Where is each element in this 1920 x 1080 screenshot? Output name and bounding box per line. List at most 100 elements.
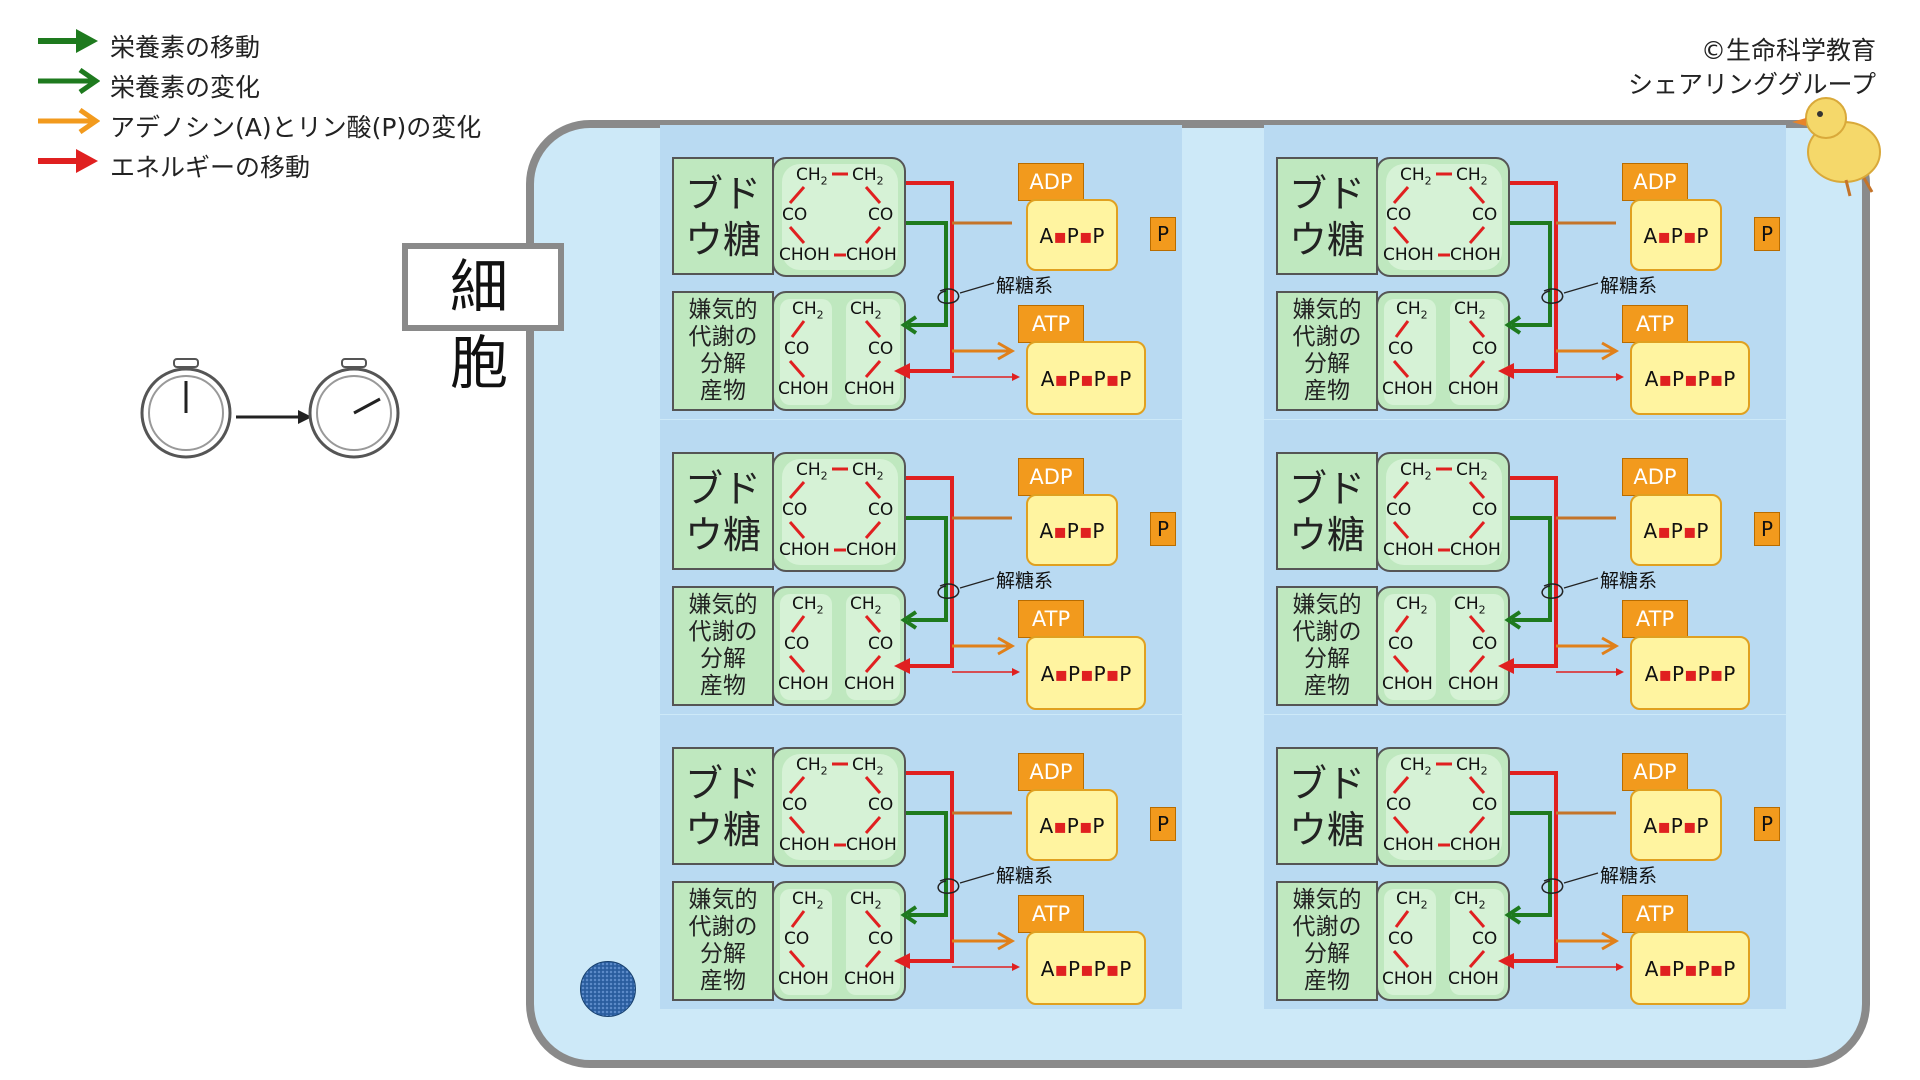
ch2-right: CH2 [852, 165, 884, 188]
anaerobic-product-box: 嫌気的 代謝の 分解 産物 [672, 291, 774, 411]
glucose-box: ブド ウ糖 [1276, 747, 1378, 865]
ch2-left: CH2 [1396, 299, 1428, 322]
glucose-label-1: ブド [684, 172, 761, 216]
adp-molecule: A▪P▪P [1630, 789, 1722, 861]
ring-bonds [1392, 467, 1486, 552]
ch2-left: CH2 [1396, 594, 1428, 617]
choh-left: CHOH [1382, 969, 1433, 989]
co-right: CO [868, 634, 894, 654]
glycolysis-module: ブド ウ糖 CH2 CH2 CO CO CHOH CHOH 嫌気的 代謝の 分解 [1264, 125, 1786, 419]
glucose-box: ブド ウ糖 [1276, 452, 1378, 570]
split-products: CH2 CH2 CO CO CHOH CHOH [1376, 881, 1510, 1001]
nutrient-arrow [906, 811, 948, 917]
glycolysis-label: 解糖系 [996, 570, 1054, 592]
stopwatch-icon [308, 358, 400, 459]
choh-left: CHOH [1383, 540, 1434, 560]
ch2-left: CH2 [1400, 460, 1432, 483]
co-right: CO [1472, 795, 1498, 815]
energy-arrow [906, 476, 954, 668]
flow-arrows [894, 181, 1020, 381]
product-bonds [1392, 615, 1486, 673]
product-bonds [788, 320, 882, 378]
atp-molecule: A▪P▪P▪P [1026, 341, 1146, 415]
ch2-left: CH2 [796, 165, 828, 188]
anaerobic-product-box: 嫌気的 代謝の 分解 産物 [1276, 586, 1378, 706]
ch2-left: CH2 [1400, 165, 1432, 188]
split-products: CH2 CH2 CO CO CHOH CHOH [1376, 291, 1510, 411]
co-right: CO [868, 500, 894, 520]
glycolysis-label: 解糖系 [996, 865, 1054, 887]
glucose-label-2: ウ糖 [1288, 218, 1365, 262]
ch2-left: CH2 [1400, 755, 1432, 778]
energy-arrow [906, 771, 954, 963]
nutrient-arrow [906, 516, 948, 622]
adp-tag: ADP [1622, 753, 1688, 791]
atp-tag: ATP [1018, 600, 1084, 638]
flow-arrows [894, 771, 1020, 971]
ch2-left: CH2 [792, 299, 824, 322]
glucose-ring: CH2 CH2 CO CO CHOH CHOH [772, 452, 906, 572]
ch2-left: CH2 [796, 460, 828, 483]
phosphate-tag: P [1150, 807, 1176, 841]
energy-arrow [1510, 181, 1558, 373]
glycolysis-module: ブド ウ糖 CH2 CH2 CO CO CHOH CHOH 嫌気的 代謝の 分解 [660, 125, 1182, 419]
energy-arrow [906, 181, 954, 373]
co-left: CO [782, 205, 808, 225]
choh-right: CHOH [844, 969, 895, 989]
phosphate-tag: P [1754, 807, 1780, 841]
ch2-right: CH2 [1456, 165, 1488, 188]
co-left: CO [782, 795, 808, 815]
glucose-label-2: ウ糖 [684, 808, 761, 852]
ring-bonds [788, 172, 882, 257]
flow-arrows [1498, 181, 1624, 381]
legend-label: エネルギーの移動 [110, 153, 311, 182]
flow-arrows [894, 476, 1020, 676]
adp-tag: ADP [1622, 163, 1688, 201]
choh-left: CHOH [779, 245, 830, 265]
glucose-label-2: ウ糖 [1288, 513, 1365, 557]
legend-label: 栄養素の移動 [110, 33, 261, 62]
choh-right: CHOH [846, 835, 897, 855]
choh-left: CHOH [778, 969, 829, 989]
ch2-right: CH2 [1454, 889, 1486, 912]
choh-left: CHOH [1383, 835, 1434, 855]
co-left: CO [1388, 929, 1414, 949]
nutrient-arrow [1510, 516, 1552, 622]
timer-transition [140, 358, 400, 459]
choh-right: CHOH [1448, 379, 1499, 399]
ch2-right: CH2 [1454, 299, 1486, 322]
glycolysis-loop [937, 583, 960, 599]
adp-tag: ADP [1018, 753, 1084, 791]
adp-molecule: A▪P▪P [1026, 789, 1118, 861]
ch2-right: CH2 [850, 299, 882, 322]
glycolysis-label: 解糖系 [996, 275, 1054, 297]
co-right: CO [1472, 500, 1498, 520]
choh-right: CHOH [1450, 835, 1501, 855]
glycolysis-label: 解糖系 [1600, 275, 1658, 297]
split-products: CH2 CH2 CO CO CHOH CHOH [772, 586, 906, 706]
choh-right: CHOH [1448, 674, 1499, 694]
glucose-label-2: ウ糖 [1288, 808, 1365, 852]
copyright-line-1: ©生命科学教育 [1700, 36, 1876, 65]
atp-tag: ATP [1622, 600, 1688, 638]
red-arrow-icon [38, 149, 98, 173]
choh-left: CHOH [778, 379, 829, 399]
nutrient-arrow [906, 221, 948, 327]
copyright-line-2: シェアリンググループ [1627, 70, 1876, 99]
glucose-label-2: ウ糖 [684, 513, 761, 557]
glycolysis-module: ブド ウ糖 CH2 CH2 CO CO CHOH CHOH 嫌気的 代謝の 分解 [1264, 715, 1786, 1009]
ring-bonds [788, 762, 882, 847]
choh-left: CHOH [1382, 674, 1433, 694]
ch2-left: CH2 [796, 755, 828, 778]
legend-label: 栄養素の変化 [110, 73, 261, 102]
split-products: CH2 CH2 CO CO CHOH CHOH [772, 881, 906, 1001]
choh-left: CHOH [779, 540, 830, 560]
ch2-left: CH2 [792, 889, 824, 912]
glucose-ring: CH2 CH2 CO CO CHOH CHOH [772, 747, 906, 867]
glucose-label-1: ブド [1288, 172, 1365, 216]
copyright: ©生命科学教育 シェアリンググループ [1628, 34, 1876, 102]
glycolysis-module: ブド ウ糖 CH2 CH2 CO CO CHOH CHOH 嫌気的 代謝の 分解 [1264, 420, 1786, 714]
adp-tag: ADP [1622, 458, 1688, 496]
glucose-label-1: ブド [1288, 762, 1365, 806]
ring-bonds [1392, 762, 1486, 847]
